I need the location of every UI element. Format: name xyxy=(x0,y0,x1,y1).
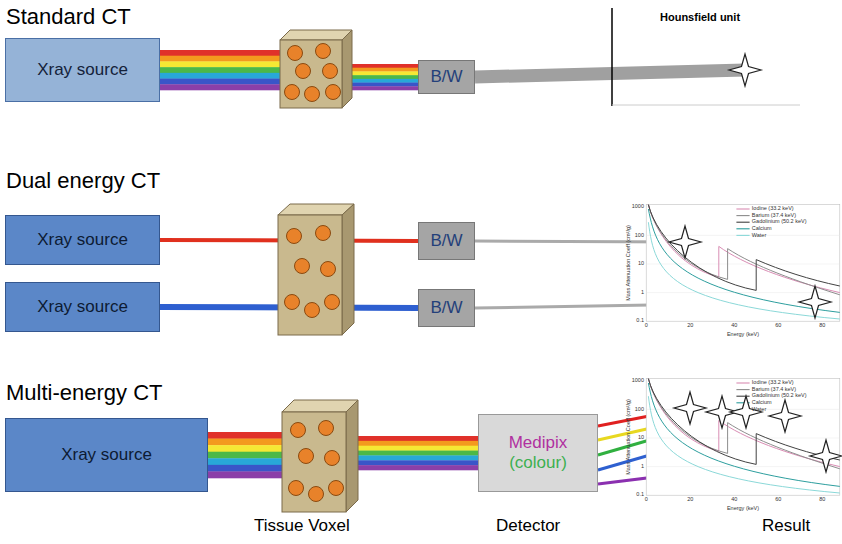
tick-label: 100 xyxy=(635,407,644,413)
column-label: Result xyxy=(762,516,810,536)
xray-source-box: Xray source xyxy=(5,38,160,102)
column-label: Detector xyxy=(496,516,560,536)
tick-label: 60 xyxy=(775,323,781,329)
detector-name: Medipix xyxy=(509,433,568,453)
legend-text: Gadolinium (50.2 keV) xyxy=(752,393,807,399)
tissue-voxel xyxy=(280,30,352,108)
xray-source-box: Xray source xyxy=(5,418,208,492)
xray-source-box: Xray source xyxy=(5,282,160,332)
axis-label: Mass Attenuation Coeff (cm²/g) xyxy=(626,225,632,301)
legend-text: Water xyxy=(752,407,766,413)
row-title: Standard CT xyxy=(6,4,131,30)
box-label: Xray source xyxy=(37,60,128,80)
detector-box: B/W xyxy=(418,60,475,94)
tick-label: 1 xyxy=(641,464,644,470)
tissue-voxel xyxy=(278,204,354,335)
row-title: Multi-energy CT xyxy=(6,380,162,406)
axis-label: Energy (keV) xyxy=(727,332,759,338)
detector-box: B/W xyxy=(418,222,475,260)
attenuation-chart xyxy=(646,379,840,496)
legend-text: Barium (37.4 keV) xyxy=(752,213,796,219)
legend-text: Water xyxy=(752,233,766,239)
result-axes xyxy=(612,8,800,106)
tick-label: 0 xyxy=(645,497,648,503)
box-label: B/W xyxy=(430,231,462,251)
tick-label: 10 xyxy=(638,261,644,267)
tick-label: 1000 xyxy=(632,378,644,384)
tick-label: 1 xyxy=(641,290,644,296)
xray-source-box: Xray source xyxy=(5,215,160,265)
legend-text: Calcium xyxy=(752,400,772,406)
tick-label: 100 xyxy=(635,233,644,239)
tick-label: 1000 xyxy=(632,204,644,210)
axis-label: Hounsfield unit xyxy=(660,12,740,23)
tick-label: 80 xyxy=(819,323,825,329)
tick-label: 40 xyxy=(731,497,737,503)
tick-label: 0.1 xyxy=(636,318,644,324)
tick-label: 40 xyxy=(731,323,737,329)
box-label: Xray source xyxy=(37,230,128,250)
tick-label: 0.1 xyxy=(636,492,644,498)
row-title: Dual energy CT xyxy=(6,168,160,194)
tick-label: 80 xyxy=(819,497,825,503)
detector-box: B/W xyxy=(418,289,475,327)
box-label: Xray source xyxy=(37,297,128,317)
box-label: Xray source xyxy=(61,445,152,465)
box-label: B/W xyxy=(430,67,462,87)
box-label: B/W xyxy=(430,298,462,318)
attenuation-chart: Iodine (33.2 keV)Barium (37.4 keV)Gadoli… xyxy=(622,372,842,520)
tick-label: 20 xyxy=(687,323,693,329)
hounsfield-axis: Hounsfield unit xyxy=(612,8,802,106)
detector-name: (colour) xyxy=(509,453,567,473)
signal-line xyxy=(475,70,745,77)
axis-label: Mass Attenuation Coeff (cm²/g) xyxy=(626,399,632,475)
result-star xyxy=(669,54,842,472)
tick-label: 10 xyxy=(638,435,644,441)
tissue-voxel xyxy=(282,400,358,512)
column-label: Tissue Voxel xyxy=(254,516,350,536)
attenuation-chart: Iodine (33.2 keV)Barium (37.4 keV)Gadoli… xyxy=(622,198,842,346)
legend-text: Calcium xyxy=(752,226,772,232)
legend-text: Iodine (33.2 keV) xyxy=(752,380,794,386)
axis-label: Energy (keV) xyxy=(727,506,759,512)
legend-text: Iodine (33.2 keV) xyxy=(752,206,794,212)
legend-text: Gadolinium (50.2 keV) xyxy=(752,219,807,225)
tick-label: 60 xyxy=(775,497,781,503)
tick-label: 20 xyxy=(687,497,693,503)
legend-text: Barium (37.4 keV) xyxy=(752,387,796,393)
medipix-detector-box: Medipix(colour) xyxy=(478,414,598,492)
tick-label: 0 xyxy=(645,323,648,329)
attenuation-chart xyxy=(646,205,840,322)
